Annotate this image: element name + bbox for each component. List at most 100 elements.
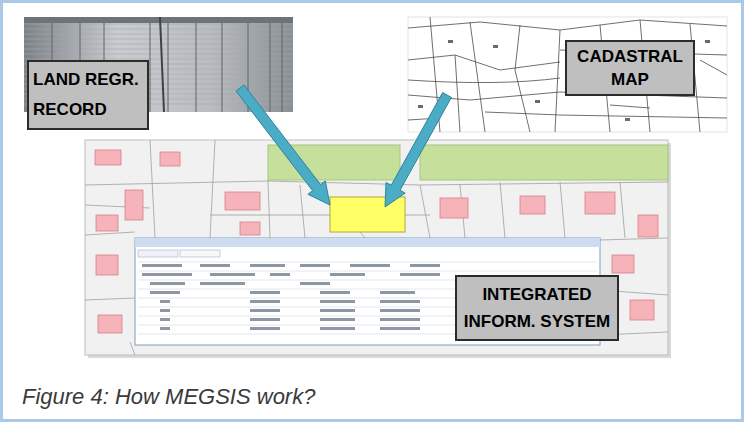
table-window-part	[180, 250, 220, 257]
ledger-photo-part	[160, 17, 164, 112]
gis-screenshot-part-part	[85, 298, 135, 300]
table-window-part-part	[270, 273, 290, 276]
cadastral-map-part-part	[418, 105, 423, 108]
table-window-part-part	[380, 291, 415, 294]
gis-screenshot-part-part	[240, 222, 260, 235]
cadastral-map-part-part	[515, 25, 530, 132]
table-window-part-part	[200, 264, 230, 267]
label-text: CADASTRAL MAP	[571, 45, 689, 91]
table-window-part-part	[330, 273, 365, 276]
table-window-part-part	[350, 264, 390, 267]
cadastral-map-part-part	[535, 100, 540, 103]
cadastral-map-part	[418, 40, 710, 121]
table-window-part	[142, 264, 440, 330]
gis-screenshot-part-part	[225, 192, 260, 210]
table-window-part-part	[320, 300, 355, 303]
cadastral-map-part-part	[555, 30, 560, 132]
table-window-part-part	[380, 327, 420, 330]
cadastral-map-part-part	[408, 78, 560, 83]
gis-screenshot-part-part	[210, 215, 330, 216]
gis-screenshot-part-part	[95, 150, 121, 165]
table-window-part-part	[150, 291, 180, 294]
cadastral-map-part-part	[455, 55, 460, 132]
table-window-part-part	[250, 291, 280, 294]
gis-screenshot-part-part	[620, 182, 625, 238]
table-window-part-part	[320, 291, 350, 294]
table-window-part-part	[160, 309, 170, 312]
table-window-part-part	[410, 264, 440, 267]
gis-screenshot-part-part	[85, 181, 668, 185]
label-box: CADASTRAL MAP	[565, 40, 695, 96]
table-window-part-part	[210, 273, 255, 276]
table-window-part-part	[250, 318, 280, 321]
table-window-part-part	[142, 273, 192, 276]
cadastral-map-part	[408, 17, 727, 132]
gis-screenshot-part	[85, 140, 668, 355]
table-window-part-part	[250, 300, 280, 303]
table-window-part-part	[200, 282, 245, 285]
gis-screenshot-part-part	[98, 315, 122, 333]
gis-screenshot-part-part	[405, 215, 430, 216]
gis-screenshot-part-part	[96, 215, 118, 231]
cadastral-map-part-part	[485, 112, 727, 118]
table-window-part-part	[150, 282, 185, 285]
gis-screenshot-part-part	[130, 342, 135, 355]
cadastral-map-part-part	[625, 118, 630, 121]
gis-screenshot-part-part	[300, 185, 305, 238]
gis-screenshot-part-part	[125, 190, 143, 220]
cadastral-map-part-part	[493, 45, 498, 48]
table-window-part-part	[400, 273, 440, 276]
table-window-part-part	[300, 282, 330, 285]
gis-screenshot-part-part	[600, 238, 668, 240]
table-window-part-part	[320, 318, 355, 321]
flow-arrows	[236, 85, 451, 207]
cadastral-map-part-part	[610, 105, 650, 108]
gis-screenshot-part-part	[150, 140, 155, 238]
selected-parcel	[330, 197, 405, 232]
table-window-part-part	[142, 264, 182, 267]
ledger-photo-part	[24, 17, 293, 23]
gis-screenshot-part-part	[612, 255, 634, 273]
flow-arrows-part	[236, 85, 330, 205]
gis-screenshot-part-part	[585, 192, 615, 214]
table-window-part-part	[380, 318, 420, 321]
figure-caption: Figure 4: How MEGSIS work?	[22, 384, 315, 410]
label-text: INTEGRATED INFORM. SYSTEM	[461, 281, 613, 335]
cadastral-map-part-part	[700, 60, 727, 75]
gis-screenshot-part-part	[440, 198, 468, 218]
table-window-part-part	[380, 309, 420, 312]
table-window-part	[135, 238, 600, 247]
gis-screenshot-part-part	[560, 182, 565, 238]
gis-screenshot-part-part	[85, 232, 135, 235]
table-window-part-part	[320, 327, 355, 330]
gis-screenshot-part-part	[96, 255, 118, 275]
cadastral-map-part	[408, 17, 727, 132]
gis-screenshot-part	[85, 140, 668, 355]
table-window-part-part	[250, 309, 280, 312]
gis-screenshot	[85, 140, 671, 358]
cadastral-map-part-part	[470, 22, 485, 132]
table-window-part-part	[160, 327, 170, 330]
table-window-part-part	[380, 300, 420, 303]
label-box: INTEGRATED INFORM. SYSTEM	[455, 275, 619, 341]
label-box: LAND REGR. RECORD	[27, 60, 149, 130]
table-window-part-part	[320, 309, 355, 312]
table-window-part-part	[160, 318, 170, 321]
gis-screenshot-part-part	[160, 152, 180, 166]
gis-screenshot-part-part	[638, 215, 658, 237]
gis-screenshot-part-part	[520, 196, 545, 214]
gis-screenshot-part-part	[420, 185, 430, 238]
gis-screenshot-part	[420, 145, 668, 180]
cadastral-map-part-part	[448, 40, 453, 43]
gis-screenshot-part-part	[360, 232, 365, 238]
table-window-part-part	[300, 264, 330, 267]
cadastral-map-part-part	[408, 20, 727, 30]
table-window-part-part	[250, 264, 285, 267]
gis-screenshot-part-part	[268, 180, 270, 238]
cadastral-map	[408, 17, 727, 132]
cadastral-map-part-part	[705, 40, 710, 43]
gis-screenshot-part-part	[500, 182, 505, 238]
label-text: LAND REGR. RECORD	[33, 65, 143, 125]
